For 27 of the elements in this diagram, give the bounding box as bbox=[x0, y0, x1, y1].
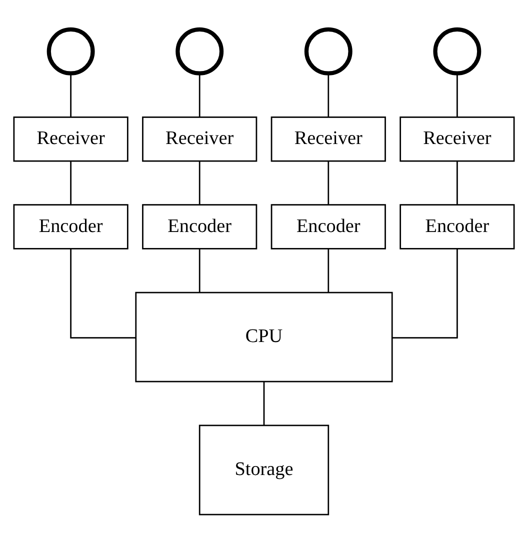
node-box: CPU bbox=[135, 292, 393, 382]
connector bbox=[198, 249, 200, 292]
connector bbox=[198, 74, 200, 117]
connector bbox=[392, 248, 458, 338]
node-circle bbox=[304, 27, 352, 76]
node-box: Receiver bbox=[270, 116, 386, 162]
connector bbox=[328, 161, 330, 204]
connector bbox=[198, 161, 200, 204]
connector bbox=[328, 74, 330, 117]
connector bbox=[456, 74, 458, 117]
node-box: Storage bbox=[198, 424, 330, 516]
connector bbox=[456, 161, 458, 204]
node-box: Encoder bbox=[400, 204, 515, 250]
node-circle bbox=[433, 27, 482, 76]
node-box: Receiver bbox=[400, 116, 515, 162]
connector bbox=[263, 382, 265, 426]
node-box: Encoder bbox=[142, 204, 258, 250]
node-circle bbox=[46, 27, 95, 76]
connector bbox=[70, 248, 136, 338]
node-box: Encoder bbox=[13, 204, 128, 250]
node-box: Receiver bbox=[142, 116, 258, 162]
node-box: Encoder bbox=[270, 204, 386, 250]
connector bbox=[70, 161, 72, 204]
connector bbox=[70, 74, 72, 117]
node-circle bbox=[176, 27, 224, 76]
connector bbox=[328, 249, 330, 292]
node-box: Receiver bbox=[13, 116, 128, 162]
